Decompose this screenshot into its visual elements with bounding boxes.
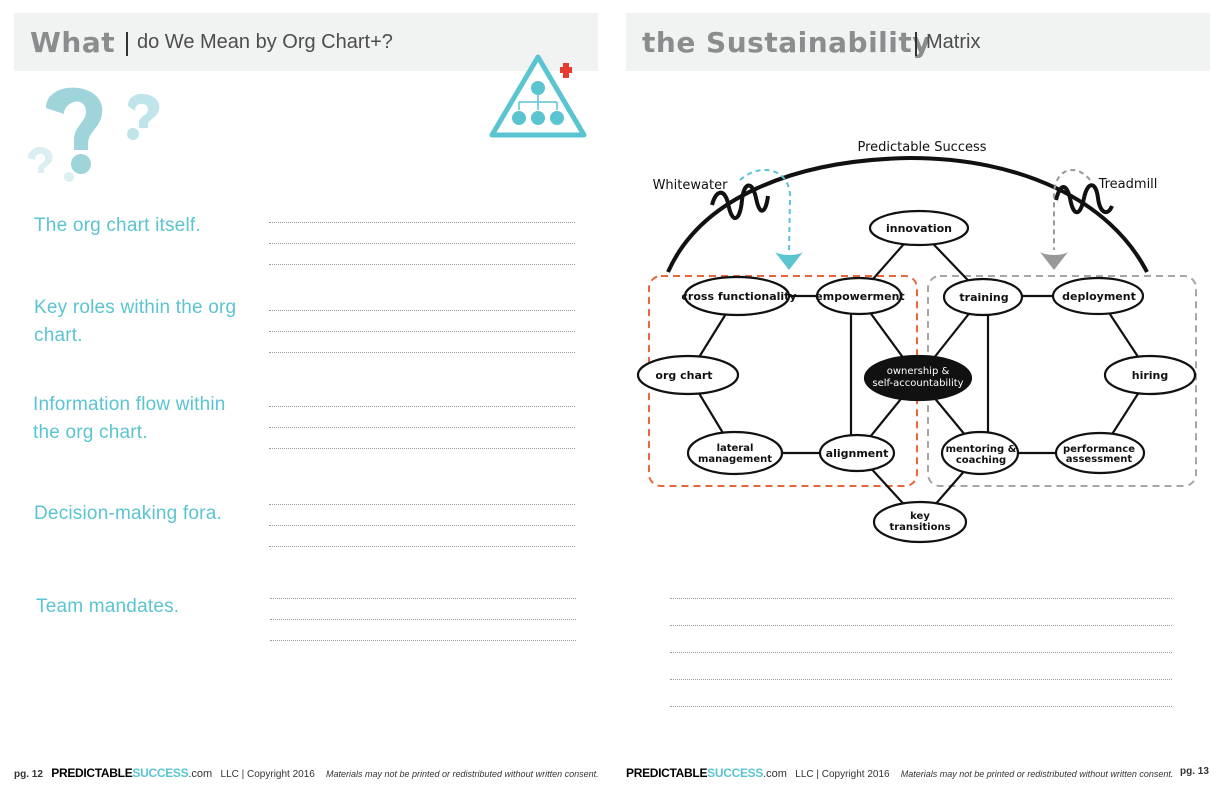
copyright: LLC | Copyright 2016 — [795, 769, 890, 780]
treadmill-group-box — [927, 275, 1197, 487]
node-org-chart-label: org chart — [655, 369, 712, 382]
left-header-divider — [126, 32, 128, 56]
writing-line[interactable] — [269, 264, 575, 265]
node-cross-functionality-label: cross functionality — [681, 290, 796, 303]
writing-line[interactable] — [269, 427, 575, 428]
node-mentoring-label-2: coaching — [956, 455, 1006, 466]
prompt-key-roles: Key roles within the org chart. — [34, 297, 237, 346]
node-key-label-1: key — [910, 511, 930, 522]
node-innovation — [868, 209, 970, 247]
writing-line[interactable] — [270, 598, 576, 599]
writing-line[interactable] — [670, 679, 1172, 680]
prompt-information-flow: Information flow within the org chart. — [33, 394, 226, 443]
right-page-number: pg. 13 — [1180, 766, 1209, 777]
node-hiring-label: hiring — [1132, 369, 1169, 382]
node-lateral-label-2: management — [698, 454, 772, 465]
right-header: the Sustainability Matrix — [626, 13, 1210, 71]
node-mentoring-label-1: mentoring & — [946, 444, 1017, 455]
writing-line[interactable] — [269, 243, 575, 244]
writing-line[interactable] — [670, 706, 1172, 707]
left-header: What do We Mean by Org Chart+? — [14, 13, 598, 71]
copyright: LLC | Copyright 2016 — [220, 769, 315, 780]
right-footer: PREDICTABLESUCCESS.com LLC | Copyright 2… — [626, 766, 1173, 780]
node-org-chart — [636, 354, 740, 396]
node-cross-functionality — [683, 275, 791, 317]
node-empowerment — [815, 276, 903, 316]
left-header-title-small: do We Mean by Org Chart+? — [137, 31, 393, 53]
whitewater-arrowhead — [775, 252, 803, 270]
brand-name-part-1: PREDICTABLE — [51, 766, 133, 780]
node-performance-assessment — [1054, 431, 1146, 475]
writing-line[interactable] — [670, 625, 1172, 626]
right-header-divider — [915, 32, 917, 56]
node-empowerment-label: empowerment — [815, 290, 904, 303]
node-training-label: training — [959, 291, 1008, 304]
whitewater-group-box — [648, 275, 918, 487]
prompt-org-chart-itself: The org chart itself. — [34, 215, 201, 236]
treadmill-squiggle — [1054, 183, 1114, 215]
left-header-title-big: What — [30, 26, 116, 59]
brand-name-part-1: PREDICTABLE — [626, 766, 708, 780]
treadmill-arrowhead — [1040, 252, 1068, 270]
node-deployment-label: deployment — [1062, 290, 1136, 303]
right-header-title-small: Matrix — [926, 31, 981, 53]
label-treadmill: Treadmill — [1098, 177, 1158, 192]
writing-line[interactable] — [670, 652, 1172, 653]
node-ownership-label-1: ownership & — [887, 366, 950, 377]
sustainability-matrix-diagram: Predictable Success Whitewater Treadmill… — [636, 140, 1197, 544]
node-performance-label-2: assessment — [1066, 454, 1133, 465]
node-training — [942, 277, 1024, 317]
brand-domain: .com — [763, 768, 787, 780]
node-key-label-2: transitions — [889, 522, 950, 533]
treadmill-arrow — [1052, 169, 1091, 250]
writing-line[interactable] — [270, 619, 576, 620]
brand-domain: .com — [188, 768, 213, 780]
writing-line[interactable] — [269, 352, 575, 353]
writing-line[interactable] — [269, 331, 575, 332]
whitewater-arrow — [739, 169, 792, 251]
node-alignment-label: alignment — [826, 447, 889, 460]
node-hiring — [1103, 354, 1197, 396]
page-number: pg. 13 — [1180, 766, 1209, 777]
question-marks-icon — [28, 87, 160, 182]
node-lateral-label-1: lateral — [717, 443, 754, 454]
node-key-transitions — [872, 500, 968, 544]
brand-name-part-2: SUCCESS — [132, 766, 189, 780]
node-ownership-label-2: self-accountability — [872, 378, 963, 389]
brand-name-part-2: SUCCESS — [707, 766, 764, 780]
writing-line[interactable] — [270, 640, 576, 641]
node-ownership — [863, 354, 973, 402]
node-performance-label-1: performance — [1063, 444, 1135, 455]
writing-line[interactable] — [269, 310, 575, 311]
writing-line[interactable] — [670, 598, 1172, 599]
writing-line[interactable] — [269, 504, 575, 505]
label-predictable-success: Predictable Success — [857, 140, 986, 155]
label-whitewater: Whitewater — [653, 178, 728, 193]
notice: Materials may not be printed or redistri… — [900, 769, 1174, 779]
notice: Materials may not be printed or redistri… — [325, 769, 599, 779]
node-mentoring-coaching — [940, 430, 1020, 476]
left-footer: pg. 12 PREDICTABLESUCCESS.com LLC | Copy… — [14, 766, 599, 780]
node-lateral-management — [686, 430, 784, 476]
writing-line[interactable] — [269, 222, 575, 223]
writing-line[interactable] — [269, 546, 575, 547]
org-chart-plus-icon — [489, 54, 587, 138]
prompt-team-mandates: Team mandates. — [36, 596, 180, 617]
lifecycle-arc — [666, 155, 1149, 273]
writing-line[interactable] — [269, 448, 575, 449]
writing-line[interactable] — [269, 406, 575, 407]
node-deployment — [1051, 276, 1145, 316]
page-number: pg. 12 — [14, 769, 43, 780]
right-header-title-big: the Sustainability — [642, 26, 931, 59]
node-innovation-label: innovation — [886, 222, 952, 235]
whitewater-squiggle — [710, 183, 770, 220]
writing-line[interactable] — [269, 525, 575, 526]
node-alignment — [818, 433, 896, 473]
prompt-decision-making: Decision-making fora. — [34, 503, 222, 524]
